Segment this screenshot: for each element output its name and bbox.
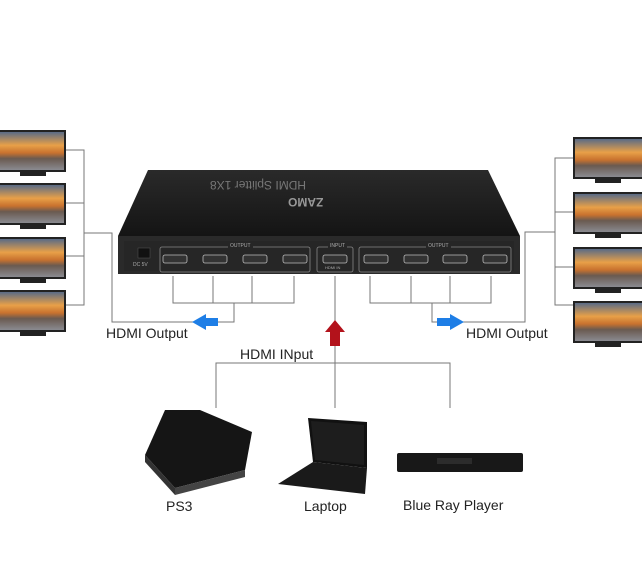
left-output-arrow	[192, 314, 218, 330]
right-output-label: HDMI Output	[466, 325, 548, 341]
input-label: HDMI INput	[240, 346, 314, 362]
tv-icon	[573, 301, 642, 347]
source-label-laptop: Laptop	[304, 498, 347, 514]
device-brand: ZAMO	[288, 195, 324, 209]
laptop-icon	[278, 418, 367, 494]
tv-icon	[0, 237, 66, 283]
device-model: HDMI Splitter 1X8	[210, 178, 307, 192]
tv-icon	[0, 290, 66, 336]
tv-icon	[573, 192, 642, 238]
power-label: DC 5V	[133, 262, 148, 268]
input-arrow	[325, 320, 345, 346]
source-label-ps3: PS3	[166, 498, 193, 514]
tv-icon	[573, 137, 642, 183]
left-output-group-label: OUTPUT	[228, 243, 253, 249]
right-output-group-label: OUTPUT	[426, 243, 451, 249]
right-output-arrow	[437, 314, 464, 330]
input-group-label: INPUT	[328, 243, 347, 249]
left-output-label: HDMI Output	[106, 325, 188, 341]
bluray-player-icon	[397, 453, 523, 472]
tv-icon	[0, 130, 66, 176]
hdmi-splitter-device	[118, 170, 520, 274]
right-displays	[573, 137, 642, 347]
ps3-console-icon	[145, 410, 252, 495]
tv-icon	[0, 183, 66, 229]
hdmi-ports	[162, 254, 508, 264]
input-port-label: HDMI IN	[325, 265, 341, 270]
source-label-bluray: Blue Ray Player	[403, 497, 504, 513]
left-displays	[0, 130, 66, 336]
tv-icon	[573, 247, 642, 293]
